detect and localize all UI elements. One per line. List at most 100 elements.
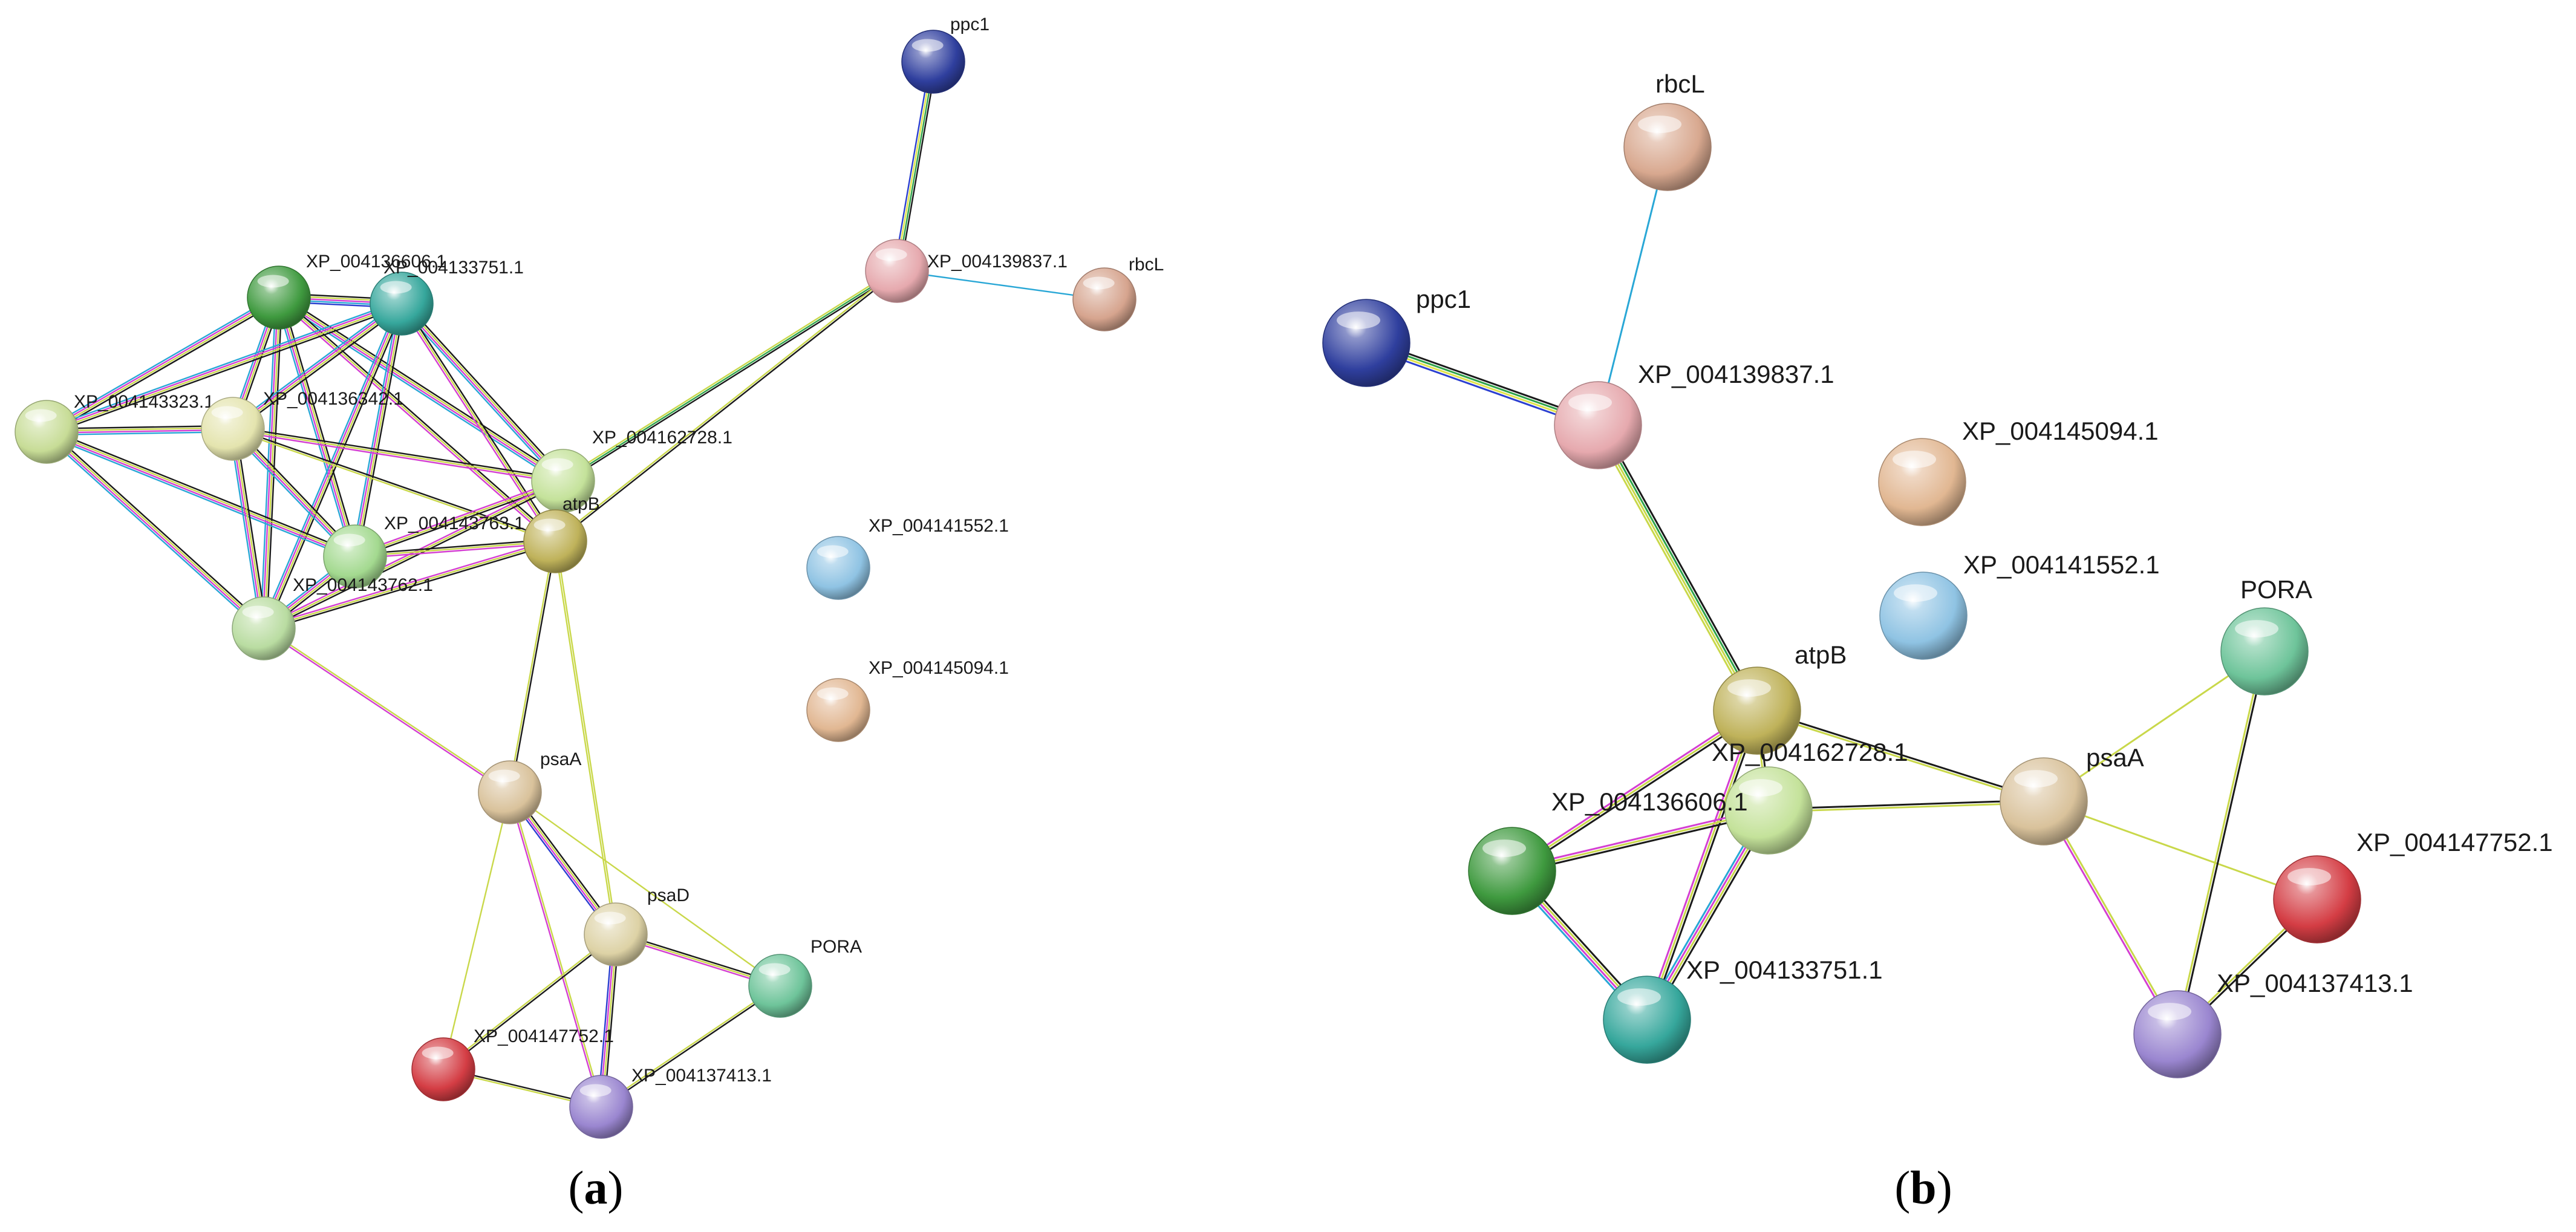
node-psaa[interactable]: psaA: [478, 749, 581, 824]
node-xp-004136606-1[interactable]: XP_004136606.1: [1468, 787, 1748, 915]
edge-evidence-line: [232, 428, 564, 482]
node-label: XP_004143323.1: [74, 392, 214, 412]
edge-evidence-line: [44, 434, 355, 560]
node-highlight: [1894, 584, 1938, 602]
edge-xp-004143323-1-xp-004143762-1: [44, 429, 267, 631]
node-atpb[interactable]: atpB: [1713, 640, 1847, 755]
edge-pora-xp-004137413-1: [599, 984, 782, 1109]
node-label: XP_004139837.1: [927, 252, 1068, 272]
node-xp-004162728-1[interactable]: XP_004162728.1: [1712, 738, 1908, 855]
node-highlight: [817, 687, 849, 700]
node-psad[interactable]: psaD: [584, 885, 690, 966]
edge-evidence-line: [266, 304, 405, 631]
node-highlight: [1083, 276, 1115, 290]
edge-xp-004162728-1-psaa: [1767, 799, 2045, 813]
edge-evidence-line: [46, 304, 403, 434]
edge-evidence-line: [2043, 650, 2266, 803]
edge-evidence-line: [402, 302, 565, 481]
node-xp-004133751-1[interactable]: XP_004133751.1: [370, 258, 524, 336]
node-label: XP_004162728.1: [592, 428, 732, 448]
edge-evidence-line: [45, 296, 279, 432]
edge-evidence-line: [44, 433, 262, 631]
node-label: rbcL: [1655, 70, 1705, 98]
node-label: XP_004147752.1: [474, 1026, 614, 1046]
node-xp-004147752-1[interactable]: XP_004147752.1: [2273, 828, 2553, 944]
edge-evidence-line: [46, 298, 281, 434]
edge-xp-004133751-1-atpb: [399, 301, 558, 544]
node-psaa[interactable]: psaA: [2000, 743, 2144, 846]
edge-evidence-line: [351, 302, 400, 557]
node-xp-004143762-1[interactable]: XP_004143762.1: [232, 575, 433, 660]
edge-atpb-xp-004133751-1: [1643, 709, 1761, 1022]
panel-b-caption-letter: b: [1910, 1161, 1936, 1214]
panel-a-caption-letter: a: [584, 1161, 608, 1214]
node-xp-004139837-1[interactable]: XP_004139837.1: [865, 239, 1068, 303]
edge-xp-004133751-1-xp-004162728-1: [399, 301, 566, 484]
edge-evidence-line: [896, 270, 1106, 301]
edge-evidence-line: [232, 430, 564, 484]
node-label: XP_004143763.1: [384, 513, 524, 533]
edge-evidence-line: [1598, 423, 1759, 711]
edge-evidence-line: [1756, 708, 2046, 801]
edge-evidence-line: [1511, 709, 1758, 872]
edge-evidence-line: [231, 428, 264, 630]
node-xp-004139837-1[interactable]: XP_004139837.1: [1554, 360, 1834, 469]
edge-evidence-line: [1596, 425, 1757, 712]
node-xp-004137413-1[interactable]: XP_004137413.1: [2133, 969, 2413, 1078]
node-highlight: [911, 39, 944, 52]
edge-evidence-line: [264, 296, 281, 630]
node-xp-004141552-1[interactable]: XP_004141552.1: [806, 516, 1009, 600]
node-pora[interactable]: PORA: [2220, 575, 2312, 696]
node-highlight: [1617, 988, 1661, 1006]
edge-rbcl-xp-004139837-1: [1597, 146, 1669, 426]
node-highlight: [2148, 1003, 2192, 1020]
node-label: XP_004136606.1: [1551, 787, 1748, 816]
node-highlight: [25, 409, 57, 422]
edge-evidence-line: [555, 540, 618, 935]
edge-evidence-line: [563, 272, 899, 484]
node-xp-004141552-1[interactable]: XP_004141552.1: [1879, 550, 2160, 660]
node-xp-004133751-1[interactable]: XP_004133751.1: [1603, 956, 1883, 1064]
edge-xp-004136606-1-xp-004143323-1: [44, 294, 281, 435]
node-rbcl[interactable]: rbcL: [1623, 70, 1712, 191]
node-label: PORA: [810, 937, 862, 957]
node-xp-004143763-1[interactable]: XP_004143763.1: [323, 513, 524, 588]
node-xp-004136342-1[interactable]: XP_004136342.1: [201, 389, 403, 461]
panel-b: rbcL ppc1XP_004139837.1XP_004145094.1XP_0…: [1322, 70, 2553, 1214]
node-ppc1[interactable]: ppc1: [901, 15, 990, 94]
node-rbcl[interactable]: rbcL: [1072, 255, 1164, 331]
edge-xp-004139837-1-atpb: [1593, 422, 1762, 714]
edge-evidence-line: [354, 480, 564, 558]
edge-evidence-line: [1597, 146, 1669, 426]
node-ppc1[interactable]: ppc1: [1322, 285, 1471, 387]
edge-evidence-line: [508, 540, 555, 793]
edge-atpb-xp-004136606-1: [1510, 707, 1759, 875]
node-xp-004137413-1[interactable]: XP_004137413.1: [569, 1066, 772, 1139]
edge-evidence-line: [442, 933, 616, 1069]
edge-evidence-line: [47, 299, 281, 435]
edge-evidence-line: [231, 302, 402, 429]
edge-evidence-line: [561, 268, 897, 480]
edge-xp-004133751-1-xp-004143763-1: [351, 302, 406, 558]
node-atpb[interactable]: atpB: [523, 494, 600, 573]
node-xp-004145094-1[interactable]: XP_004145094.1: [806, 658, 1009, 742]
node-highlight: [1337, 311, 1381, 329]
edge-evidence-line: [277, 298, 564, 483]
edge-evidence-line: [266, 297, 283, 630]
node-highlight: [541, 458, 573, 471]
edge-evidence-line: [232, 427, 556, 541]
node-xp-004162728-1[interactable]: XP_004162728.1: [531, 428, 732, 513]
edge-evidence-line: [45, 302, 402, 432]
node-highlight: [333, 533, 365, 547]
edge-evidence-line: [1755, 711, 2044, 804]
node-xp-004143323-1[interactable]: XP_004143323.1: [15, 392, 214, 464]
edge-evidence-line: [235, 428, 268, 629]
node-xp-004136606-1[interactable]: XP_004136606.1: [247, 252, 446, 330]
node-highlight: [2235, 620, 2279, 637]
node-xp-004147752-1[interactable]: XP_004147752.1: [411, 1026, 614, 1101]
node-xp-004145094-1[interactable]: XP_004145094.1: [1878, 417, 2159, 526]
node-pora[interactable]: PORA: [748, 937, 862, 1018]
edge-evidence-line: [47, 428, 357, 555]
edge-psaa-xp-004137413-1: [2041, 800, 2180, 1036]
